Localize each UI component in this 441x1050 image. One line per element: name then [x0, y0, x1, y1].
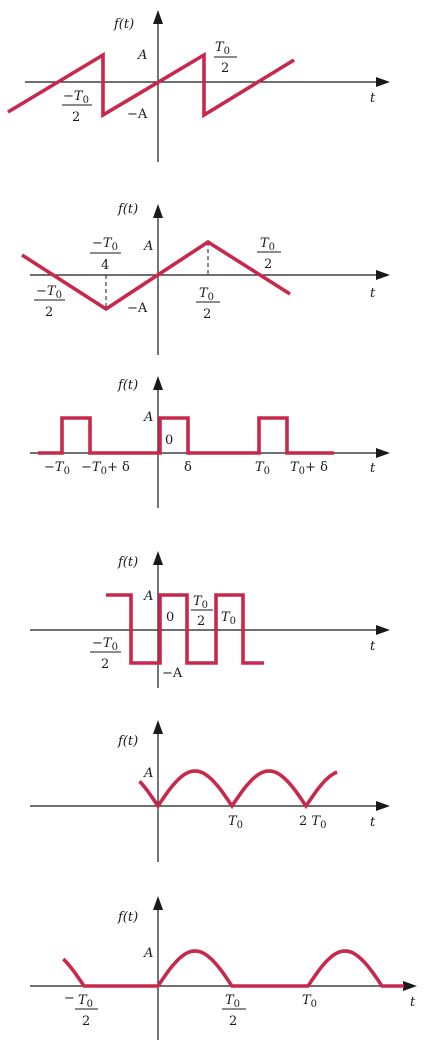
origin-label: 0: [166, 610, 174, 625]
amplitude-label: A: [143, 589, 153, 604]
triangle-waveform: [21, 239, 291, 312]
half-period-label: T0 2: [214, 40, 237, 76]
negative-period-label: −T0: [44, 460, 70, 477]
period-plus-delta-label: T0+ δ: [290, 460, 328, 477]
svg-text:4: 4: [101, 258, 109, 273]
svg-text:T0: T0: [260, 236, 275, 253]
svg-text:2: 2: [203, 307, 211, 322]
amplitude-label: A: [143, 766, 153, 781]
negative-half-period-label: −T0 2: [34, 284, 65, 320]
y-axis-arrow-icon: [153, 204, 163, 218]
negative-period-plus-delta-label: −T0+ δ: [81, 460, 130, 477]
negative-half-period-label: −T0 2: [62, 89, 92, 125]
pulse-train-waveform: [38, 416, 334, 455]
delta-label: δ: [184, 460, 192, 475]
svg-text:2: 2: [221, 61, 229, 76]
amplitude-label: A: [137, 48, 147, 63]
y-axis-arrow-icon: [153, 720, 163, 734]
svg-text:T0: T0: [199, 286, 214, 303]
period-label: T0: [255, 460, 270, 477]
x-axis-arrow-icon: [376, 270, 390, 280]
svg-text:2: 2: [229, 1014, 237, 1029]
half-wave-rectified-waveform: [62, 949, 404, 988]
svg-text:−T0: −T0: [63, 89, 89, 106]
svg-text:2: 2: [45, 305, 53, 320]
svg-text:−T0: −T0: [92, 236, 118, 253]
svg-text:2: 2: [101, 657, 109, 672]
square-waveform: [106, 593, 264, 665]
graph-pulse-train: f(t) t A 0 −T0 −T0+ δ δ T0 T0+ δ: [30, 376, 390, 508]
x-axis-arrow-icon: [403, 981, 417, 991]
amplitude-label: A: [143, 239, 153, 254]
x-axis-arrow-icon: [376, 801, 390, 811]
y-axis-label: f(t): [117, 910, 138, 925]
y-axis-arrow-icon: [153, 896, 163, 910]
svg-text:−T0: −T0: [92, 636, 118, 653]
sawtooth-waveform: [7, 51, 295, 119]
x-axis-label: t: [370, 639, 376, 654]
x-axis-arrow-icon: [376, 625, 390, 635]
x-axis-label: t: [370, 91, 376, 106]
svg-text:2: 2: [72, 110, 80, 125]
svg-text:2: 2: [82, 1014, 90, 1029]
svg-text:2: 2: [264, 257, 272, 272]
x-axis-label: t: [370, 461, 376, 476]
svg-text:−T0: −T0: [36, 284, 62, 301]
svg-text:2: 2: [197, 614, 205, 629]
negative-half-period-label: −T0 2: [90, 636, 121, 672]
x-axis-arrow-icon: [376, 448, 390, 458]
y-axis-label: f(t): [117, 202, 138, 217]
negative-half-period-label: − T0 2: [64, 991, 98, 1029]
half-period-label-low: T0 2: [196, 286, 220, 322]
negative-amplitude-label: −A: [127, 301, 148, 316]
negative-amplitude-label: −A: [127, 107, 148, 122]
y-axis-label: f(t): [113, 17, 134, 32]
origin-label: 0: [165, 433, 173, 448]
period-label: T0: [228, 814, 243, 831]
negative-quarter-period-label: −T0 4: [90, 236, 121, 273]
svg-text:T0: T0: [225, 993, 240, 1010]
half-period-label: T0 2: [222, 993, 246, 1029]
y-axis-label: f(t): [117, 734, 138, 749]
amplitude-label: A: [143, 946, 153, 961]
half-period-label-right: T0 2: [257, 236, 281, 272]
y-axis-label: f(t): [117, 555, 138, 570]
half-period-label: T0 2: [191, 594, 213, 629]
amplitude-label: A: [143, 410, 153, 425]
x-axis-label: t: [370, 286, 376, 301]
y-axis-arrow-icon: [153, 376, 163, 390]
y-axis-label: f(t): [117, 378, 138, 393]
svg-text:T0: T0: [215, 40, 230, 57]
y-axis-arrow-icon: [153, 10, 163, 24]
graph-full-wave-rectified: f(t) t A T0 2 T0: [30, 720, 390, 862]
svg-text:−: −: [64, 991, 75, 1006]
graph-square-wave: f(t) t A −A 0 T0 2 T0 −T0 2: [30, 551, 390, 688]
x-axis-label: t: [410, 995, 416, 1010]
x-axis-label: t: [370, 815, 376, 830]
y-axis-arrow-icon: [153, 551, 163, 565]
period-label: T0: [221, 610, 236, 627]
graph-half-wave-rectified: f(t) t A − T0 2 T0 2 T0: [30, 896, 417, 1040]
negative-amplitude-label: −A: [162, 666, 183, 681]
period-label: T0: [302, 993, 317, 1010]
svg-text:T0: T0: [193, 594, 208, 611]
double-period-label: 2 T0: [299, 814, 326, 831]
graph-triangle: f(t) t A −A −T0 4 −T0 2 T0 2 T0 2: [21, 202, 390, 355]
full-wave-rectified-waveform: [138, 769, 338, 810]
svg-text:T0: T0: [78, 993, 93, 1010]
x-axis-arrow-icon: [376, 77, 390, 87]
graph-sawtooth: f(t) t A −A T0 2 −T0 2: [7, 10, 390, 162]
